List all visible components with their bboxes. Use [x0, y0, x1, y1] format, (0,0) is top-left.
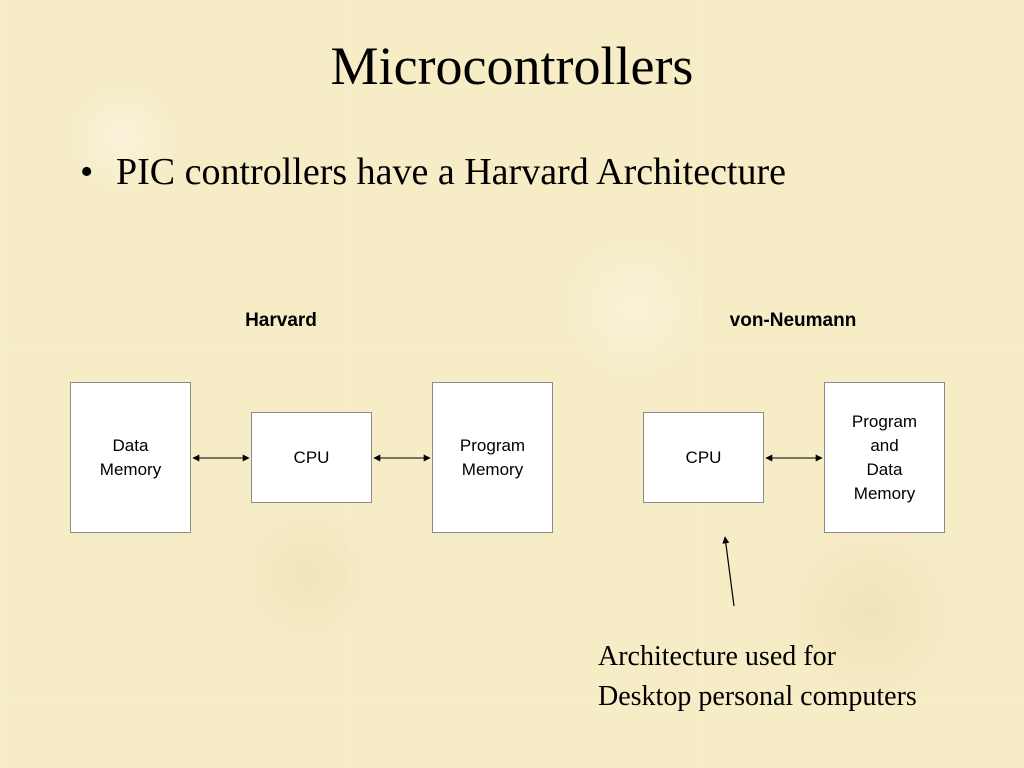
harvard-data-memory-label: Data Memory: [99, 435, 162, 479]
von-neumann-memory-label: Program and Data Memory: [851, 411, 918, 503]
bullet-text: PIC controllers have a Harvard Architect…: [116, 151, 787, 193]
slide-title: Microcontrollers: [330, 36, 694, 96]
annotation-note: Architecture used for Desktop personal c…: [598, 641, 917, 712]
von-neumann-cpu-label: CPU: [685, 447, 722, 467]
von-neumann-memory-box: Program and Data Memory: [824, 382, 945, 533]
harvard-label: Harvard: [245, 310, 317, 331]
harvard-program-memory-label: Program Memory: [459, 435, 526, 479]
von-neumann-cpu-box: CPU: [643, 412, 764, 503]
harvard-program-memory-box: Program Memory: [432, 382, 553, 533]
bullet-item: • PIC controllers have a Harvard Architec…: [80, 148, 786, 196]
pointer-arrow: [722, 536, 735, 607]
harvard-data-memory-box: Data Memory: [70, 382, 191, 533]
von-neumann-label: von-Neumann: [729, 310, 857, 331]
harvard-cpu-label: CPU: [293, 447, 330, 467]
harvard-cpu-box: CPU: [251, 412, 372, 503]
bullet-marker: •: [80, 151, 94, 193]
